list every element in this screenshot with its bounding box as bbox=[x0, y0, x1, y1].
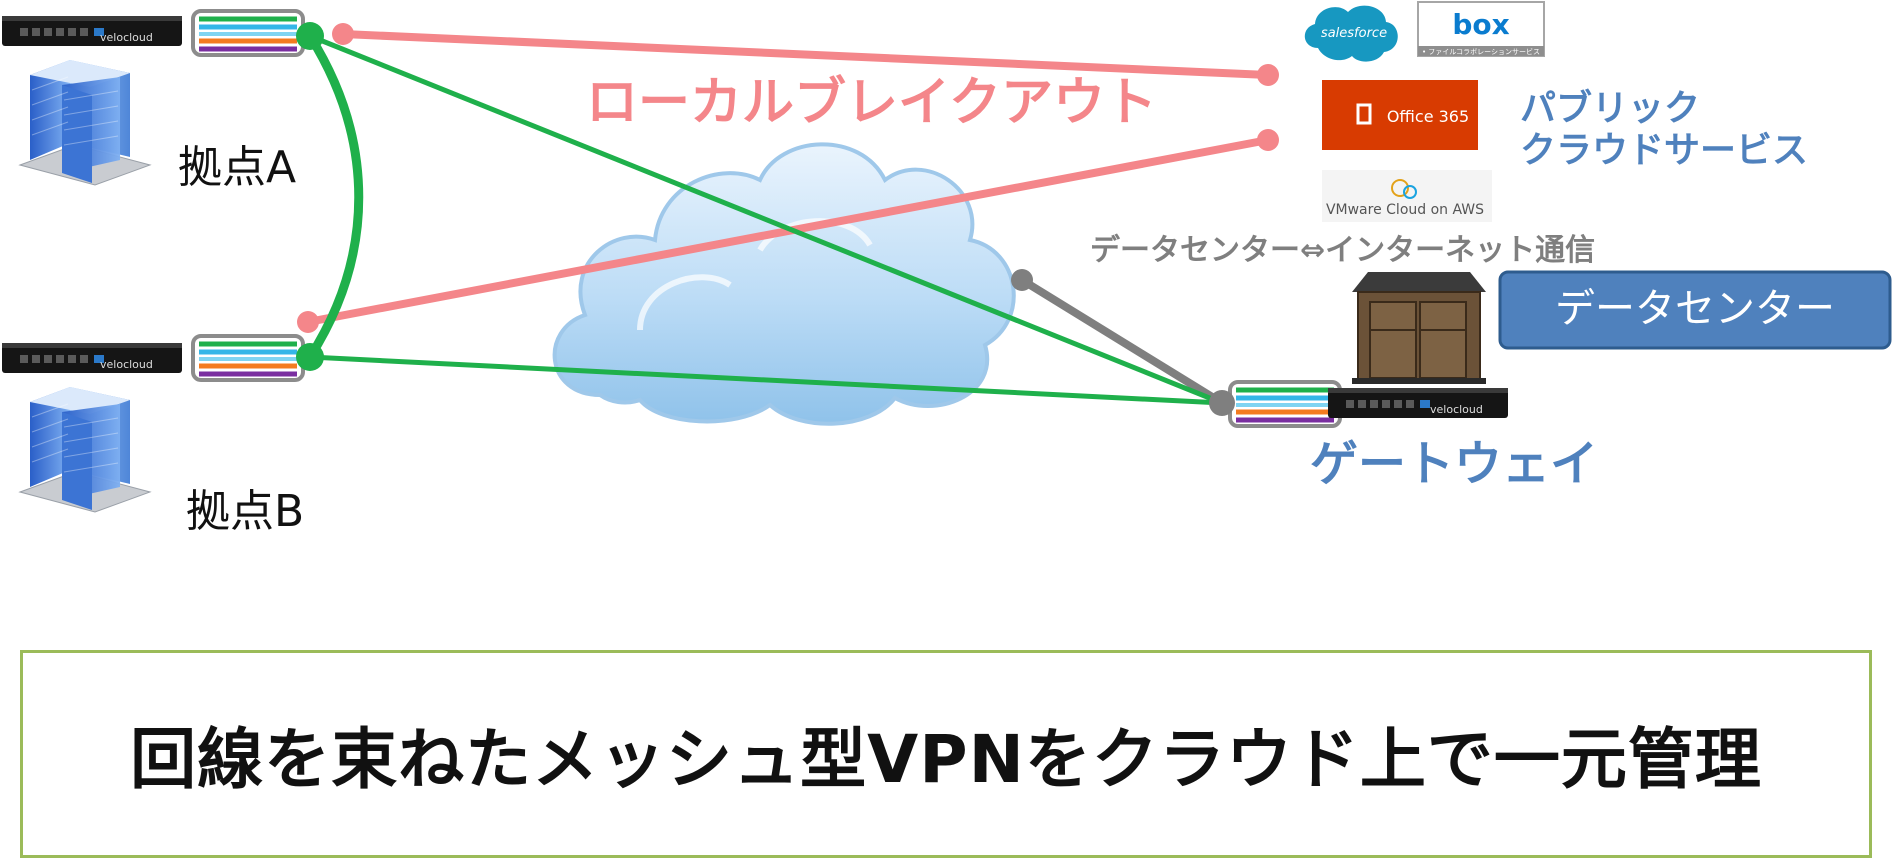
site-b-node-dot bbox=[296, 343, 324, 371]
box-logo-icon: box • ファイルコラボレーションサービス bbox=[1417, 1, 1545, 57]
mesh-line-b-gateway bbox=[309, 354, 1223, 406]
datacenter-label: データセンター bbox=[1555, 286, 1835, 332]
site-a-node-dot bbox=[296, 22, 324, 50]
gateway-router-brand: velocloud bbox=[1430, 403, 1483, 416]
datacenter-node: データセンター bbox=[1498, 270, 1892, 350]
mesh-line-a-b bbox=[306, 33, 364, 360]
mesh-line-a-gateway bbox=[309, 33, 1223, 406]
dc-internet-line bbox=[1018, 276, 1226, 407]
dc-internet-dot bbox=[1011, 269, 1033, 291]
breakout-dot-a-end bbox=[1257, 64, 1279, 86]
caption-box: 回線を束ねたメッシュ型VPNをクラウド上で一元管理 bbox=[20, 650, 1872, 858]
vmware-logo-icon: VMware Cloud on AWS bbox=[1322, 170, 1492, 222]
site-b-router-brand: velocloud bbox=[100, 358, 153, 371]
breakout-dot-a-start bbox=[332, 23, 354, 45]
gateway: velocloud ゲートウェイ bbox=[1209, 382, 1598, 492]
site-b: velocloud 拠点B bbox=[2, 336, 324, 537]
breakout-dot-b-end bbox=[1257, 129, 1279, 151]
breakout-dot-b-start bbox=[297, 311, 319, 333]
site-a-label: 拠点A bbox=[178, 142, 296, 193]
office365-logo-text: Office 365 bbox=[1387, 107, 1469, 126]
public-cloud-label-line2: クラウドサービス bbox=[1520, 130, 1808, 171]
salesforce-logo-icon: salesforce bbox=[1304, 5, 1398, 62]
dc-internet-label: データセンター⇔インターネット通信 bbox=[1090, 233, 1595, 268]
local-breakout-label: ローカルブレイクアウト bbox=[586, 73, 1157, 133]
vmware-logo-text: VMware Cloud on AWS bbox=[1326, 202, 1484, 218]
site-b-wan-bundle-icon bbox=[193, 336, 303, 380]
datacenter-box bbox=[1498, 270, 1892, 350]
office365-logo-icon: Office 365 bbox=[1322, 80, 1478, 150]
site-b-building-icon bbox=[19, 386, 151, 513]
public-cloud-services: salesforce box • ファイルコラボレーションサービス Office… bbox=[1304, 1, 1808, 222]
datacenter-building-icon bbox=[1352, 272, 1486, 384]
box-logo-text: box bbox=[1452, 8, 1509, 41]
breakout-line-a bbox=[339, 30, 1272, 79]
internet-cloud-icon bbox=[552, 142, 1016, 426]
salesforce-logo-text: salesforce bbox=[1321, 26, 1387, 41]
site-a-router-brand: velocloud bbox=[100, 31, 153, 44]
site-b-label: 拠点B bbox=[186, 486, 304, 537]
site-a-router-icon bbox=[2, 16, 182, 46]
site-a-wan-bundle-icon bbox=[193, 11, 303, 55]
site-b-router-icon bbox=[2, 343, 182, 373]
gateway-wan-bundle-icon bbox=[1230, 382, 1340, 426]
box-logo-subtext: • ファイルコラボレーションサービス bbox=[1422, 47, 1540, 56]
public-cloud-label-line1: パブリック bbox=[1520, 87, 1700, 129]
site-a-building-icon bbox=[19, 59, 151, 186]
caption-text: 回線を束ねたメッシュ型VPNをクラウド上で一元管理 bbox=[130, 721, 1762, 798]
site-a: velocloud 拠点A bbox=[2, 11, 324, 193]
gateway-label: ゲートウェイ bbox=[1310, 436, 1598, 492]
gateway-node-dot bbox=[1209, 390, 1235, 416]
